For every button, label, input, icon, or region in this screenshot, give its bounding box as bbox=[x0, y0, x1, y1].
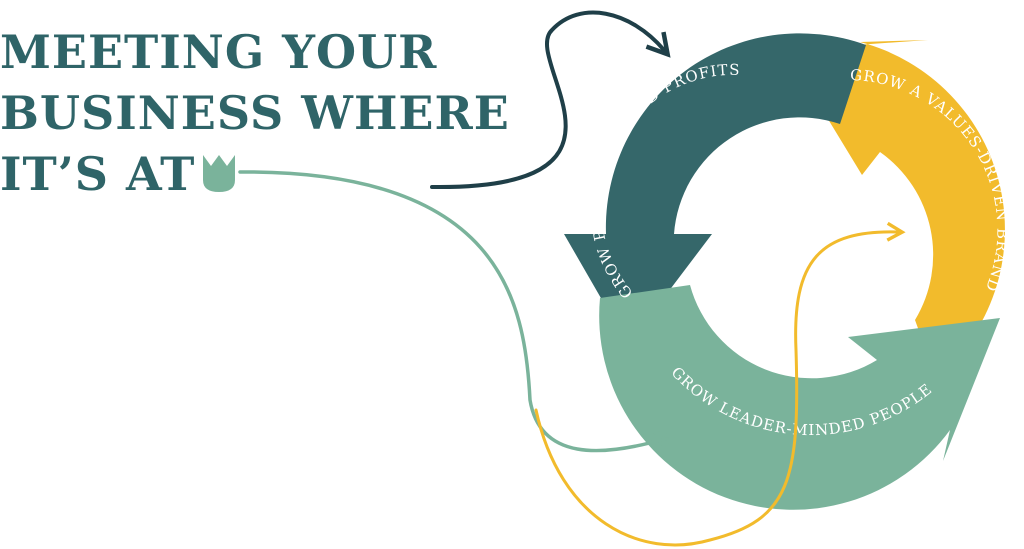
crown-icon bbox=[203, 155, 235, 192]
headline-line-3: IT’S AT bbox=[0, 147, 196, 201]
yellow-connector-arrow bbox=[534, 221, 906, 547]
green-connector-arrow bbox=[238, 170, 677, 453]
segment-values-driven-brand bbox=[786, 40, 1005, 378]
headline-line-2: BUSINESS WHERE bbox=[0, 86, 510, 140]
headline: MEETING YOUR BUSINESS WHERE IT’S AT bbox=[0, 22, 510, 205]
headline-line-1: MEETING YOUR bbox=[0, 25, 438, 79]
segment-leader-minded-people bbox=[599, 285, 1000, 510]
dark-connector-arrow bbox=[430, 10, 671, 190]
segment-people-focused-profits bbox=[564, 33, 866, 345]
cycle-ring bbox=[564, 33, 1005, 510]
